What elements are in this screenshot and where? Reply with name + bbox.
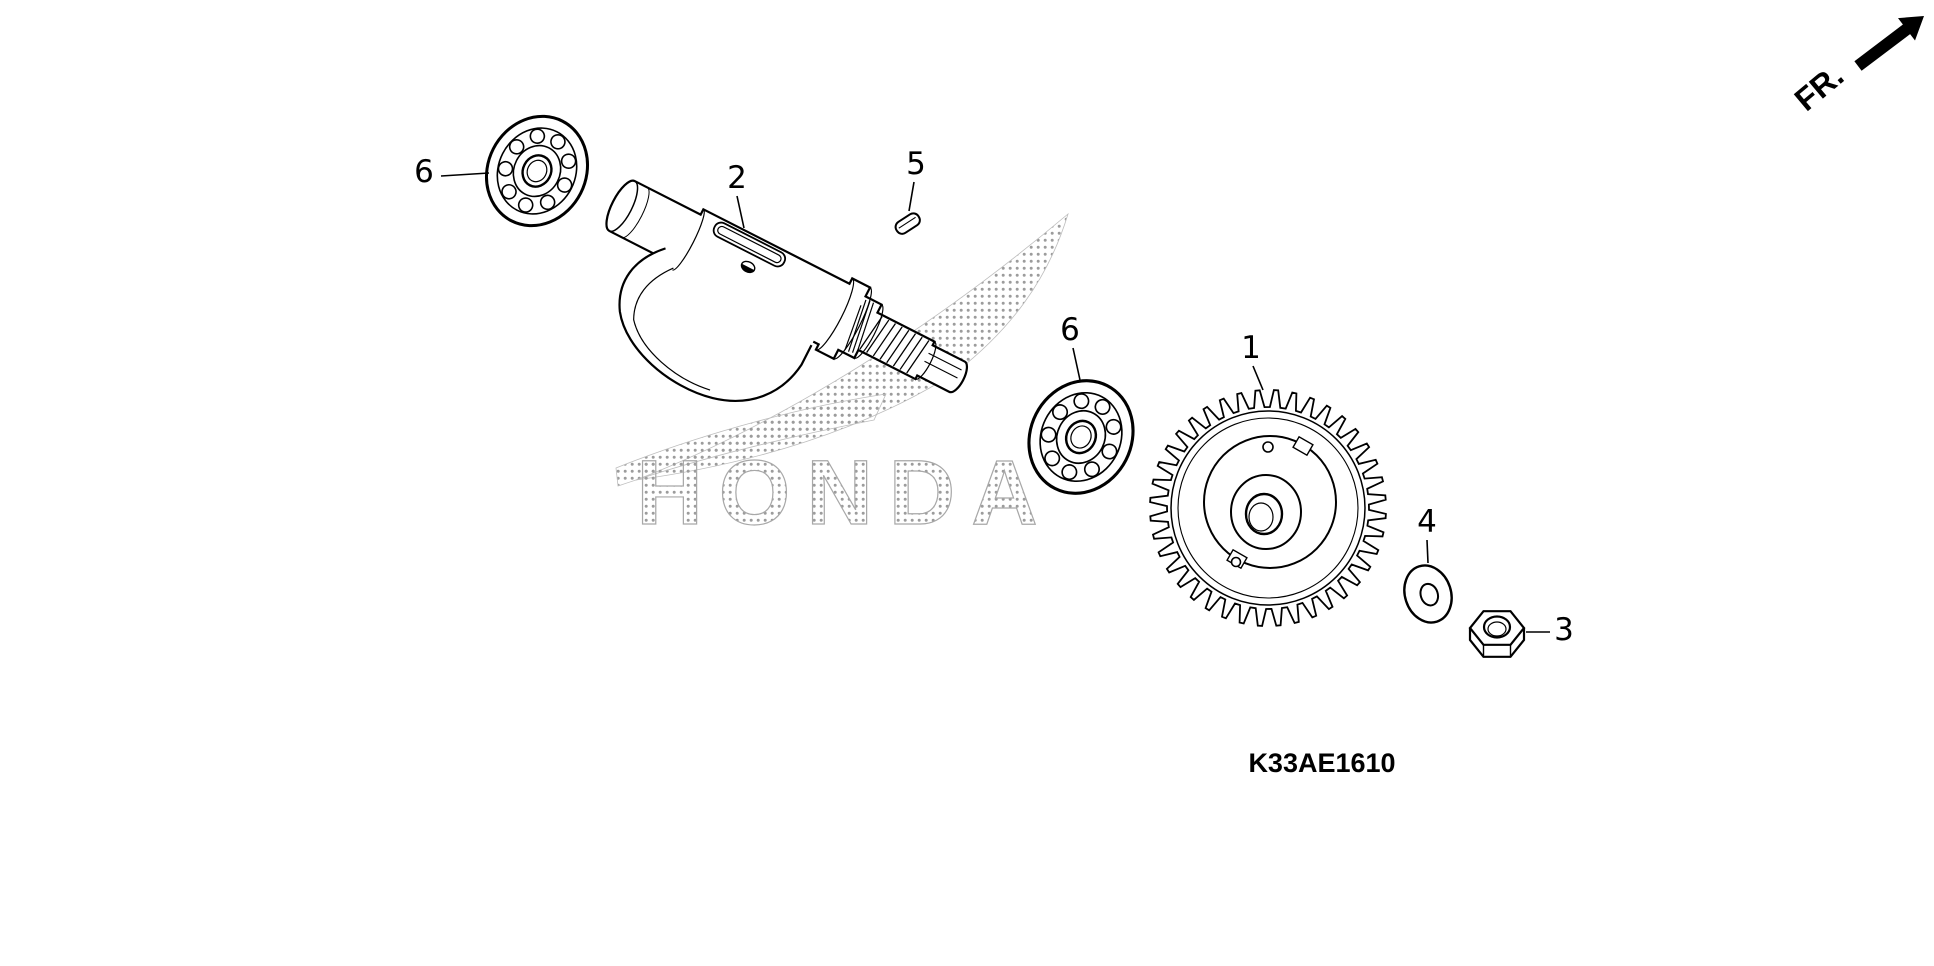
leader-line-1 xyxy=(1252,365,1264,391)
balancer-gear xyxy=(1149,389,1387,627)
diagram-code: K33AE1610 xyxy=(1248,748,1395,778)
tip-face-ring xyxy=(915,341,937,380)
callout-1: 1 xyxy=(1241,330,1261,366)
counterweight-fill xyxy=(619,248,821,401)
tip-corner-line-1 xyxy=(924,360,958,379)
journal-end-face xyxy=(605,179,639,233)
counterweight-inner-edge xyxy=(633,267,711,391)
nut-hole-inner xyxy=(1487,621,1507,637)
fr-arrow-icon xyxy=(1854,16,1924,71)
thread-ticks xyxy=(859,316,930,374)
keyway-slot-inner xyxy=(717,225,782,264)
callout-5: 5 xyxy=(906,146,926,182)
callout-2: 2 xyxy=(727,160,747,196)
leader-line-4 xyxy=(1426,539,1429,564)
gear-root-circle xyxy=(1170,410,1366,606)
flange-nut xyxy=(1468,610,1526,658)
gear-bore xyxy=(1244,492,1284,536)
leader-line-5 xyxy=(908,181,915,212)
collar-right-face xyxy=(833,286,872,360)
gear-rim-circle xyxy=(1177,417,1359,599)
callouts: 6 2 5 6 1 4 3 xyxy=(414,146,1574,648)
leader-line-6-left xyxy=(440,172,490,177)
watermark-wing-band-icon xyxy=(615,393,887,487)
honda-watermark: HONDA xyxy=(615,212,1069,545)
leader-line-6-right xyxy=(1072,347,1081,381)
gear-bore-chamfer xyxy=(1248,502,1274,532)
knurled-bush xyxy=(844,299,884,359)
callout-6-right: 6 xyxy=(1060,312,1080,348)
tip-corner-line-2 xyxy=(928,352,962,371)
journal-groove xyxy=(621,186,650,239)
fr-direction-indicator: FR. xyxy=(1788,16,1924,118)
washer xyxy=(1403,564,1453,624)
watermark-wing-icon xyxy=(635,212,1069,481)
callout-3: 3 xyxy=(1554,612,1574,648)
callout-4: 4 xyxy=(1417,504,1437,540)
leader-line-2 xyxy=(736,195,745,229)
plate-notch-top xyxy=(1292,435,1314,457)
oil-hole-shadow xyxy=(741,263,755,273)
counterweight xyxy=(618,247,813,402)
keyway-slot xyxy=(712,221,787,268)
gear-dowel-top xyxy=(1262,441,1274,453)
balancer-shaft xyxy=(605,179,969,402)
nut-hole xyxy=(1482,615,1512,639)
gear-dowel-bottom xyxy=(1230,556,1242,568)
shoulder-ring-1 xyxy=(672,208,705,271)
woodruff-key xyxy=(894,212,921,235)
ball-bearing-left xyxy=(466,97,608,245)
callout-6-left: 6 xyxy=(414,154,434,190)
leader-lines xyxy=(440,172,1550,633)
fr-label: FR. xyxy=(1788,57,1851,118)
watermark-wordmark: HONDA xyxy=(636,442,1053,544)
